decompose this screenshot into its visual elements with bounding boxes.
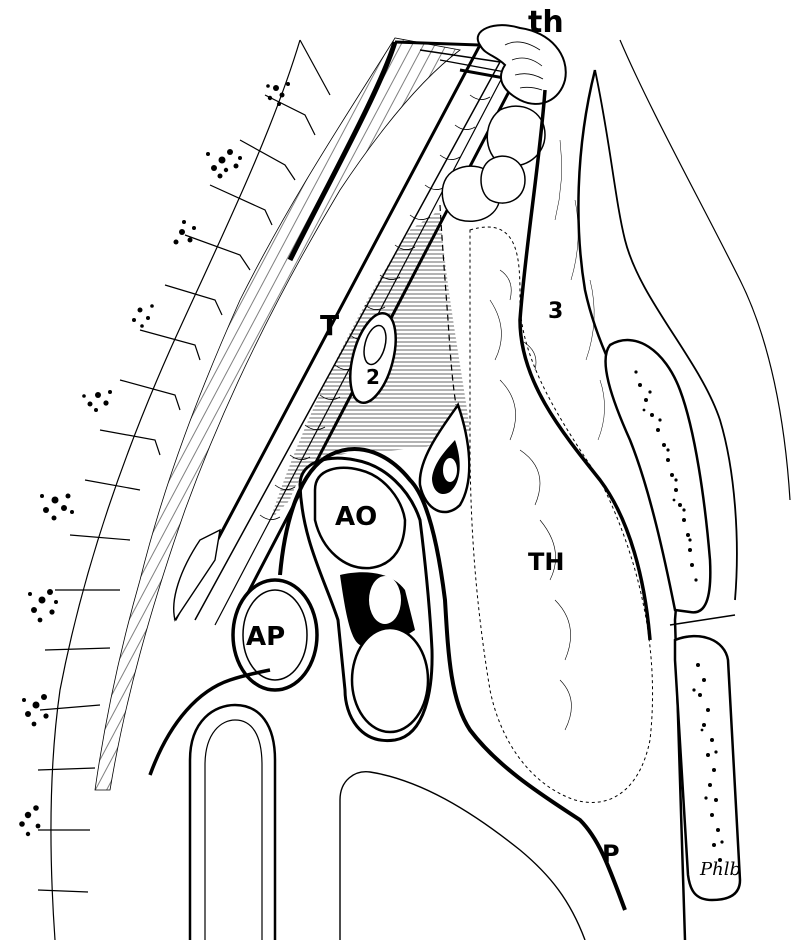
- nucleus-4: [132, 304, 154, 328]
- lower-loop-inner: [205, 720, 262, 940]
- outer-curve-left: [150, 670, 270, 775]
- nucleus-7: [28, 589, 58, 622]
- label-P: P: [602, 840, 620, 868]
- aorta: [300, 458, 432, 740]
- label-2: 2: [366, 365, 380, 389]
- nucleus-3: [174, 220, 197, 245]
- nucleus-1: [266, 82, 290, 106]
- right-cell-divider: [670, 615, 735, 625]
- label-TH: TH: [528, 548, 564, 576]
- label-AP: AP: [246, 622, 285, 652]
- label-AO: AO: [335, 502, 377, 532]
- nucleus-9: [19, 805, 40, 836]
- label-T: T: [320, 309, 339, 342]
- label-3: 3: [548, 299, 563, 324]
- artist-signature: Phlb: [699, 859, 741, 880]
- nucleus-2: [206, 149, 242, 179]
- nucleus-5: [82, 390, 112, 412]
- label-th: th: [528, 5, 564, 40]
- nucleus-6: [40, 494, 74, 521]
